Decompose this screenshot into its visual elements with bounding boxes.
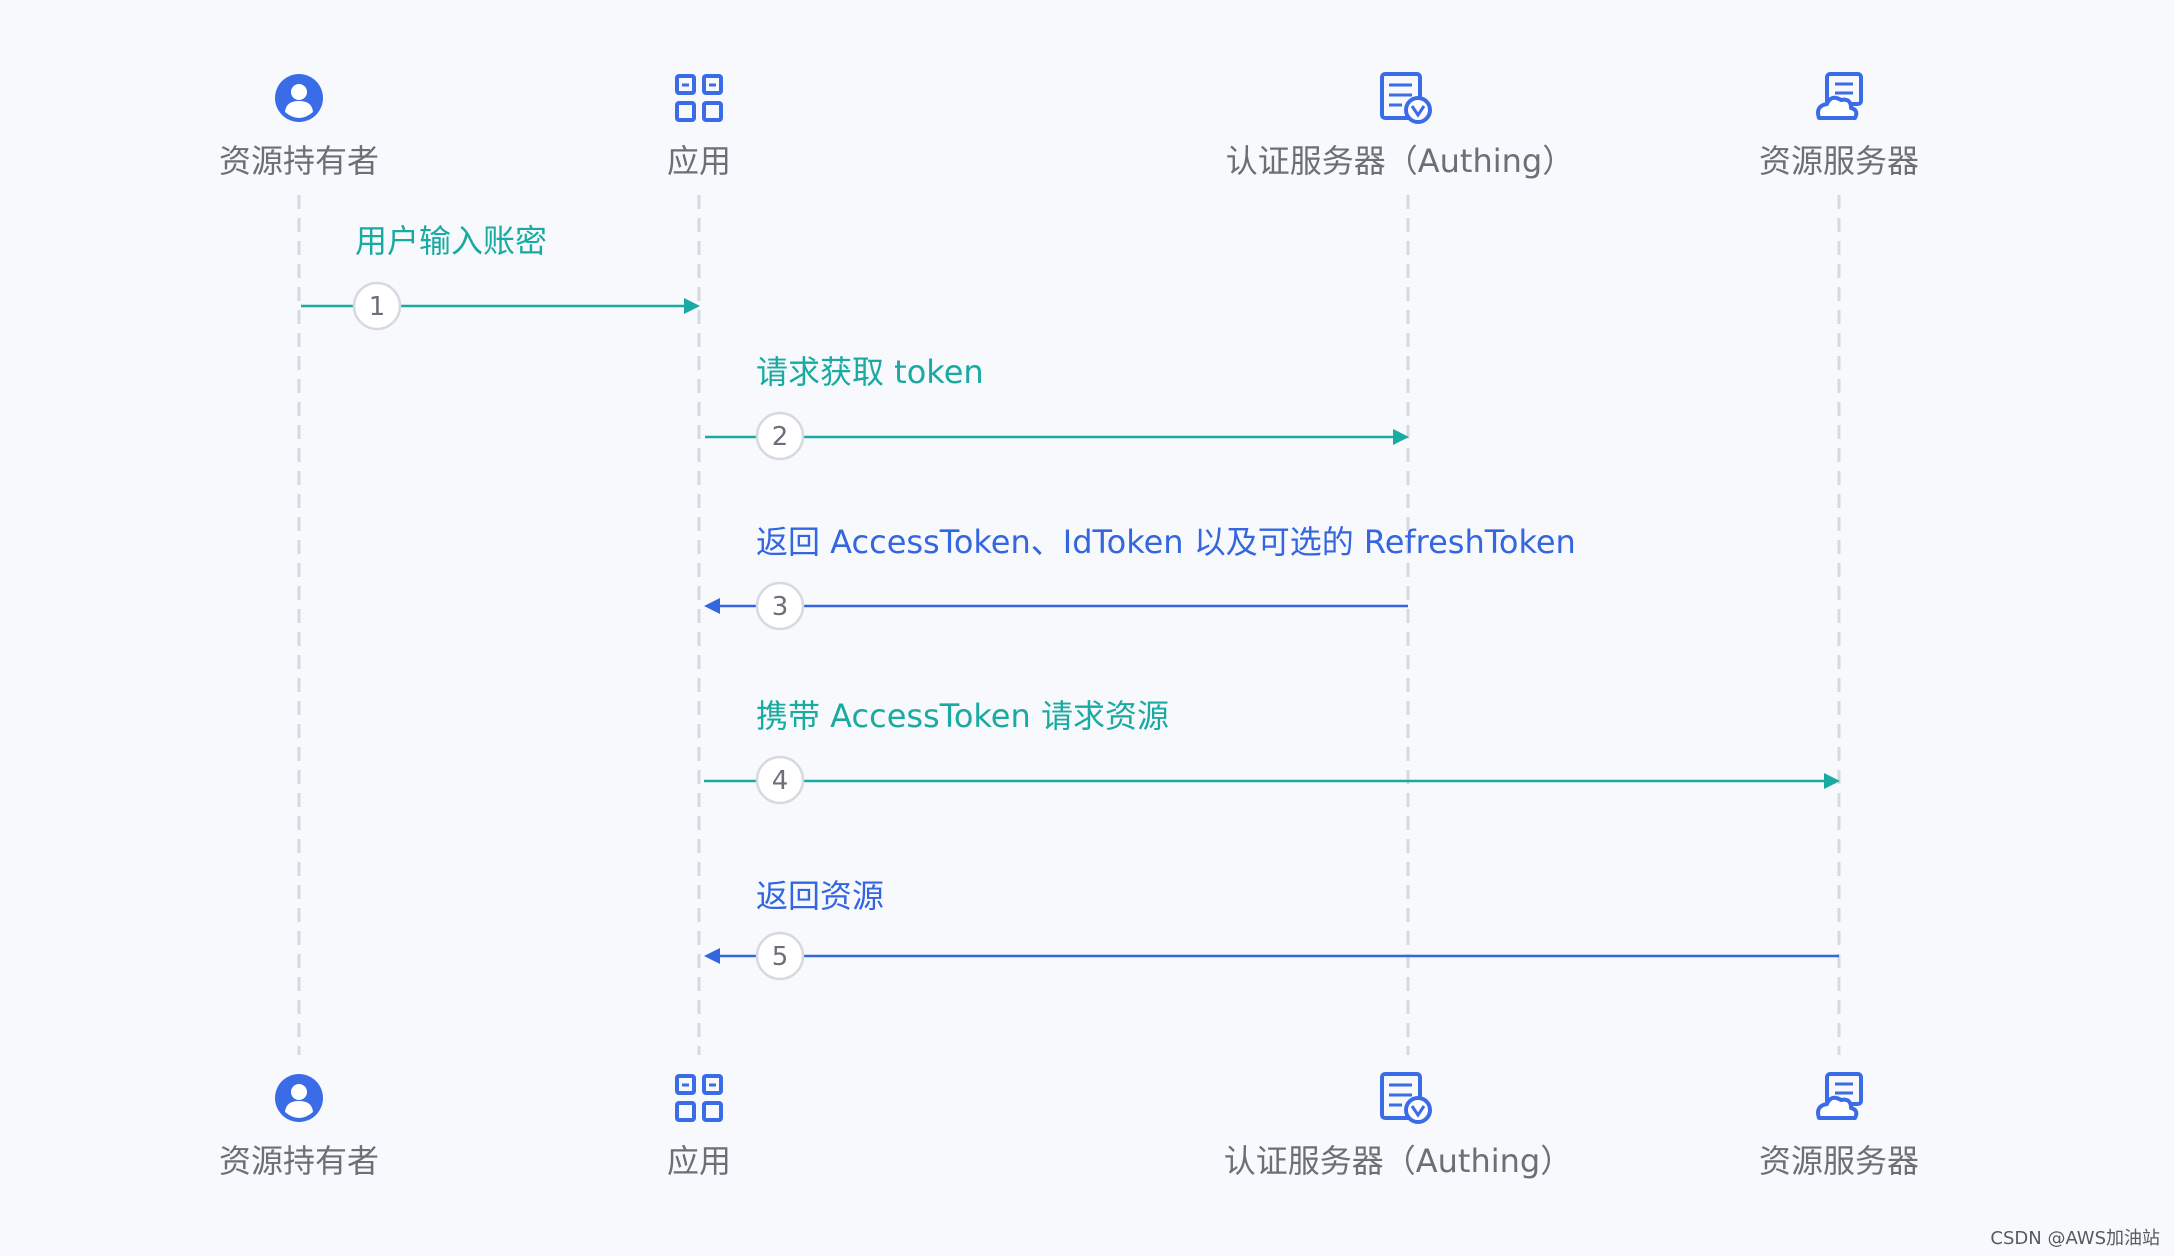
participant-label-auth: 认证服务器（Authing） — [1226, 142, 1575, 180]
step-badge-5 — [755, 931, 805, 981]
arrowhead-3 — [704, 598, 720, 614]
step-badge-1 — [352, 281, 402, 331]
participant-label-app-bottom: 应用 — [667, 1142, 731, 1180]
participant-label-resource: 资源服务器 — [1759, 142, 1919, 180]
arrowhead-1 — [684, 298, 700, 314]
user-icon — [275, 1074, 323, 1122]
step-number-3: 3 — [772, 592, 789, 622]
app-grid-icon — [675, 1074, 723, 1122]
step-number-5: 5 — [772, 942, 789, 972]
step-number-1: 1 — [369, 292, 386, 322]
app-grid-icon — [675, 74, 723, 122]
participant-label-auth-bottom: 认证服务器（Authing） — [1224, 1142, 1573, 1180]
message-label-1: 用户输入账密 — [355, 222, 547, 260]
participant-label-app: 应用 — [667, 142, 731, 180]
message-label-3: 返回 AccessToken、IdToken 以及可选的 RefreshToke… — [756, 523, 1576, 561]
step-badge-3 — [755, 581, 805, 631]
auth-server-icon — [1380, 1072, 1432, 1124]
participant-label-resource-bottom: 资源服务器 — [1759, 1142, 1919, 1180]
arrowhead-2 — [1393, 429, 1409, 445]
participant-label-owner-bottom: 资源持有者 — [219, 1142, 379, 1180]
step-number-2: 2 — [772, 422, 789, 452]
step-number-4: 4 — [772, 766, 789, 796]
message-label-5: 返回资源 — [756, 877, 884, 915]
cloud-server-icon — [1816, 1072, 1863, 1120]
watermark: CSDN @AWS加油站 — [1990, 1228, 2160, 1249]
user-icon — [275, 74, 323, 122]
arrowhead-4 — [1824, 773, 1840, 789]
participant-label-owner: 资源持有者 — [219, 142, 379, 180]
cloud-server-icon — [1816, 72, 1863, 120]
message-label-4: 携带 AccessToken 请求资源 — [756, 697, 1169, 735]
auth-server-icon — [1380, 72, 1432, 124]
arrowhead-5 — [704, 948, 720, 964]
message-label-2: 请求获取 token — [756, 353, 984, 391]
step-badge-2 — [755, 411, 805, 461]
step-badge-4 — [755, 755, 805, 805]
